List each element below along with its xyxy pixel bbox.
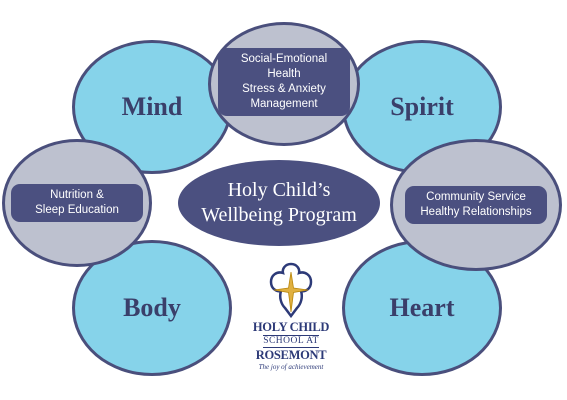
logo-line-holy-child: HOLY CHILD (252, 320, 330, 334)
spirit-label: Spirit (390, 92, 454, 121)
logo-line-rosemont: ROSEMONT (255, 348, 327, 362)
mind-label: Mind (121, 92, 183, 121)
community-circle: Community Service Healthy Relationships (390, 139, 562, 271)
logo-line-school-at: SCHOOL AT (263, 335, 319, 348)
wellbeing-program-title: Holy Child’s Wellbeing Program (178, 160, 380, 246)
logo-tagline: The joy of achievement (258, 363, 324, 371)
heart-label: Heart (389, 293, 455, 322)
community-pill: Community Service Healthy Relationships (405, 186, 547, 224)
pill-text: Nutrition & (50, 189, 104, 201)
social-emotional-pill: Social-Emotional Health Stress & Anxiety… (218, 48, 350, 116)
pill-text: Social-Emotional Health (240, 53, 328, 80)
body-label: Body (123, 293, 181, 322)
pill-text: Stress & Anxiety (242, 83, 326, 95)
center-title-line: Holy Child’s (227, 179, 331, 201)
pill-text: Healthy Relationships (420, 206, 532, 218)
center-title-line: Wellbeing Program (201, 204, 357, 226)
school-logo: HOLY CHILD SCHOOL AT ROSEMONT The joy of… (246, 262, 336, 382)
nutrition-circle: Nutrition & Sleep Education (2, 139, 152, 267)
crest-star-icon (269, 262, 313, 318)
pill-text: Management (250, 98, 318, 110)
pill-text: Community Service (426, 191, 526, 203)
social-emotional-circle: Social-Emotional Health Stress & Anxiety… (208, 22, 360, 146)
nutrition-pill: Nutrition & Sleep Education (11, 184, 143, 222)
pill-text: Sleep Education (35, 204, 119, 216)
